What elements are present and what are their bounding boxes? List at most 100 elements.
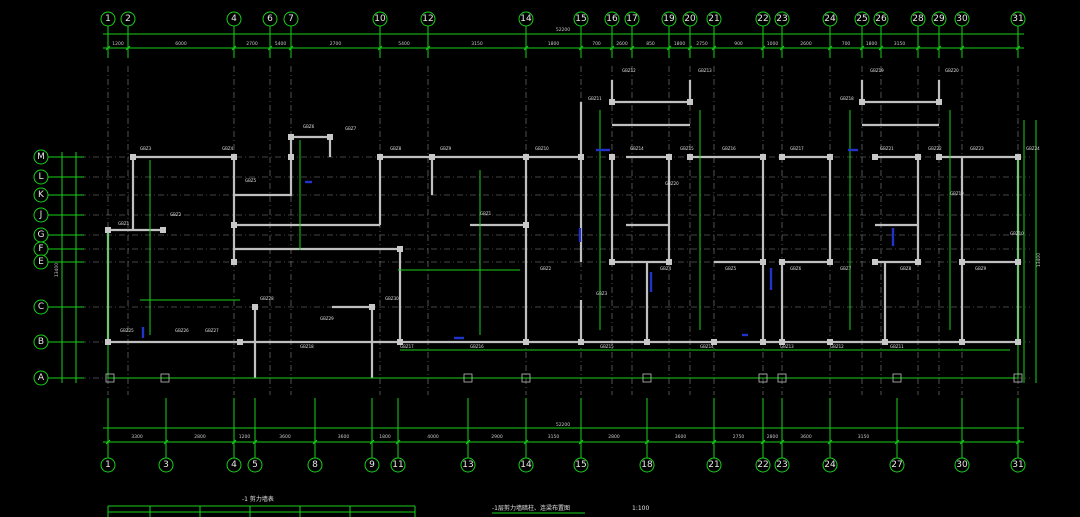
svg-text:E: E bbox=[38, 257, 44, 267]
svg-text:12: 12 bbox=[422, 14, 433, 24]
axis-bubble-left: E bbox=[33, 254, 55, 270]
svg-text:10: 10 bbox=[374, 14, 386, 24]
svg-text:28: 28 bbox=[912, 14, 924, 24]
svg-text:24: 24 bbox=[824, 14, 836, 24]
bottom-dim-label: 3600 bbox=[279, 434, 291, 440]
bottom-dim-label: 3600 bbox=[338, 434, 350, 440]
axis-bubble-top: 24 bbox=[822, 11, 838, 34]
bottom-dim-label: 3150 bbox=[858, 434, 870, 440]
wall-label: GBZ11 bbox=[890, 344, 904, 349]
wall-label: GBZ17 bbox=[400, 344, 414, 349]
bottom-total-dim: 52200 bbox=[556, 422, 570, 428]
axis-bubble-left: B bbox=[33, 334, 55, 350]
axis-lines bbox=[80, 66, 1030, 395]
top-dim-label: 3150 bbox=[471, 41, 483, 47]
bottom-dim-label: 3600 bbox=[675, 434, 687, 440]
axis-bubble-bottom: 9 bbox=[364, 452, 380, 473]
svg-text:22: 22 bbox=[757, 460, 768, 470]
wall-label: GBZ26 bbox=[175, 328, 189, 333]
svg-text:24: 24 bbox=[824, 460, 836, 470]
svg-text:M: M bbox=[37, 152, 45, 162]
svg-text:5: 5 bbox=[252, 460, 258, 470]
wall-label: GBZ1 bbox=[118, 221, 130, 226]
axis-bubble-bottom: 31 bbox=[1010, 452, 1026, 473]
table-title: -1 剪力墙表 bbox=[242, 495, 274, 503]
wall-label: GBZ19 bbox=[870, 68, 884, 73]
wall-label: GBZ12 bbox=[622, 68, 636, 73]
wall-label: GBZ25 bbox=[120, 328, 134, 333]
bottom-dim-label: 3300 bbox=[131, 434, 143, 440]
wall-label: GBZ21 bbox=[880, 146, 894, 151]
axis-bubble-top: 21 bbox=[706, 11, 722, 34]
axis-bubble-top: 15 bbox=[573, 11, 589, 34]
wall-label: GBZ10 bbox=[535, 146, 549, 151]
svg-text:16: 16 bbox=[606, 14, 618, 24]
axis-bubble-top: 31 bbox=[1010, 11, 1026, 34]
svg-text:1: 1 bbox=[105, 460, 111, 470]
axis-bubble-top: 14 bbox=[518, 11, 534, 34]
axis-bubble-bottom: 18 bbox=[639, 452, 655, 473]
scale-label: 1:100 bbox=[632, 505, 649, 512]
top-dim-label: 700 bbox=[592, 41, 601, 47]
axis-bubble-bottom: 23 bbox=[774, 452, 790, 473]
wall-label: GBZ10 bbox=[1010, 231, 1024, 236]
bottom-dim-label: 1800 bbox=[379, 434, 391, 440]
svg-text:K: K bbox=[38, 190, 45, 200]
axis-bubble-top: 22 bbox=[755, 11, 771, 34]
top-dim-label: 3150 bbox=[894, 41, 906, 47]
svg-text:14: 14 bbox=[520, 460, 532, 470]
wall-label: GBZ15 bbox=[680, 146, 694, 151]
bottom-dim-label: 1200 bbox=[239, 434, 251, 440]
svg-text:4: 4 bbox=[231, 460, 237, 470]
axis-bubble-top: 20 bbox=[682, 11, 698, 34]
svg-text:31: 31 bbox=[1012, 14, 1023, 24]
axis-bubble-bottom: 21 bbox=[706, 452, 722, 473]
axis-bubble-left: A bbox=[33, 370, 55, 386]
bottom-dim-label: 2800 bbox=[194, 434, 206, 440]
top-dim-label: 700 bbox=[842, 41, 851, 47]
axis-bubble-bottom: 22 bbox=[755, 452, 771, 473]
svg-text:19: 19 bbox=[663, 14, 675, 24]
svg-text:15: 15 bbox=[575, 460, 586, 470]
wall-label: GBZ3 bbox=[140, 146, 152, 151]
svg-text:L: L bbox=[38, 172, 43, 182]
svg-text:30: 30 bbox=[956, 460, 968, 470]
axis-bubble-top: 4 bbox=[226, 11, 242, 34]
axis-bubble-top: 17 bbox=[624, 11, 640, 34]
top-dim-label: 5400 bbox=[275, 41, 287, 47]
svg-text:2: 2 bbox=[125, 14, 131, 24]
svg-text:20: 20 bbox=[684, 14, 696, 24]
top-dim-label: 5400 bbox=[398, 41, 410, 47]
svg-text:4: 4 bbox=[231, 14, 237, 24]
axis-bubble-bottom: 27 bbox=[889, 452, 905, 473]
wall-label: GBZ22 bbox=[928, 146, 942, 151]
wall-label: GBZ8 bbox=[390, 146, 402, 151]
wall-label: GBZ7 bbox=[345, 126, 357, 131]
wall-label: GBZ6 bbox=[790, 266, 802, 271]
right-total-dim: 13400 bbox=[1036, 253, 1042, 267]
wall-label: GBZ5 bbox=[725, 266, 737, 271]
wall-label: GBZ15 bbox=[600, 344, 614, 349]
wall-label: GBZ24 bbox=[1026, 146, 1040, 151]
svg-text:31: 31 bbox=[1012, 460, 1023, 470]
svg-text:27: 27 bbox=[891, 460, 902, 470]
bottom-dim-label: 2750 bbox=[733, 434, 745, 440]
axis-bubble-left: M bbox=[33, 149, 55, 165]
wall-label: GBZ13 bbox=[698, 68, 712, 73]
axis-bubble-left: L bbox=[33, 169, 55, 185]
axis-bubble-bottom: 11 bbox=[390, 452, 406, 473]
svg-text:A: A bbox=[38, 373, 45, 383]
top-dim-label: 2750 bbox=[696, 41, 708, 47]
svg-text:23: 23 bbox=[776, 460, 787, 470]
axis-bubble-bottom: 13 bbox=[460, 452, 476, 473]
svg-text:9: 9 bbox=[369, 460, 375, 470]
wall-label: GBZ13 bbox=[780, 344, 794, 349]
axis-bubble-bottom: 4 bbox=[226, 452, 242, 473]
axis-bubble-left: J bbox=[33, 207, 55, 223]
wall-label: GBZ1 bbox=[480, 211, 492, 216]
top-dim-label: 2600 bbox=[800, 41, 812, 47]
svg-text:26: 26 bbox=[875, 14, 887, 24]
